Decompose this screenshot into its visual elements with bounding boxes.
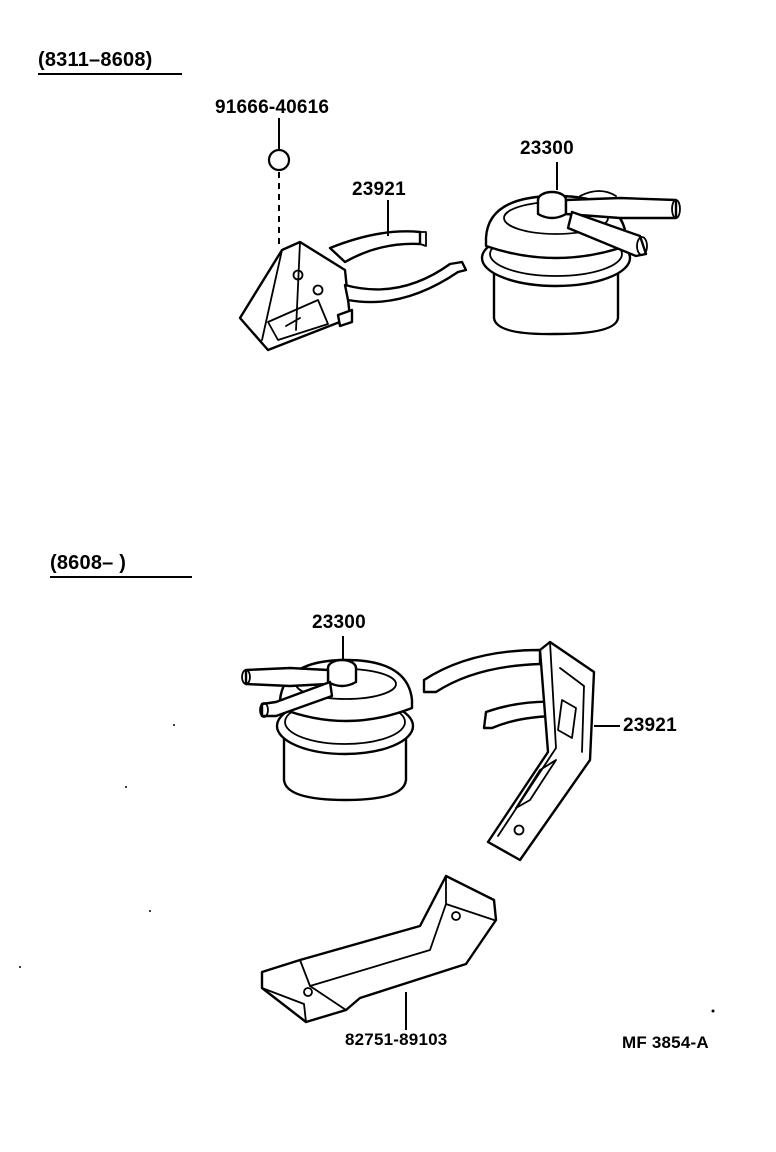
- label-bolt-part: 91666-40616: [215, 97, 330, 118]
- bottom-clamp-band: [422, 648, 562, 730]
- base-bracket: [260, 874, 498, 1030]
- top-mount-bracket: [238, 240, 354, 352]
- label-top-bracket-part: 23921: [352, 179, 406, 200]
- top-clamp-band: [328, 200, 468, 304]
- section-range-bottom: (8608– ): [50, 552, 127, 574]
- bolt-marker-circle: [267, 148, 291, 172]
- section-range-top: (8311–8608): [38, 49, 153, 71]
- bottom-fuel-filter: [241, 636, 415, 802]
- figure-code: MF 3854-A: [622, 1033, 709, 1052]
- bottom-mount-bracket: [486, 640, 620, 862]
- top-fuel-filter: [480, 162, 681, 336]
- section-underline-bottom: [50, 576, 192, 578]
- section-underline-top: [38, 73, 182, 75]
- label-bottom-filter-part: 23300: [312, 612, 366, 633]
- label-bottom-bracket-part: 23921: [623, 715, 677, 736]
- label-base-bracket-part: 82751-89103: [345, 1030, 448, 1049]
- label-top-filter-part: 23300: [520, 138, 574, 159]
